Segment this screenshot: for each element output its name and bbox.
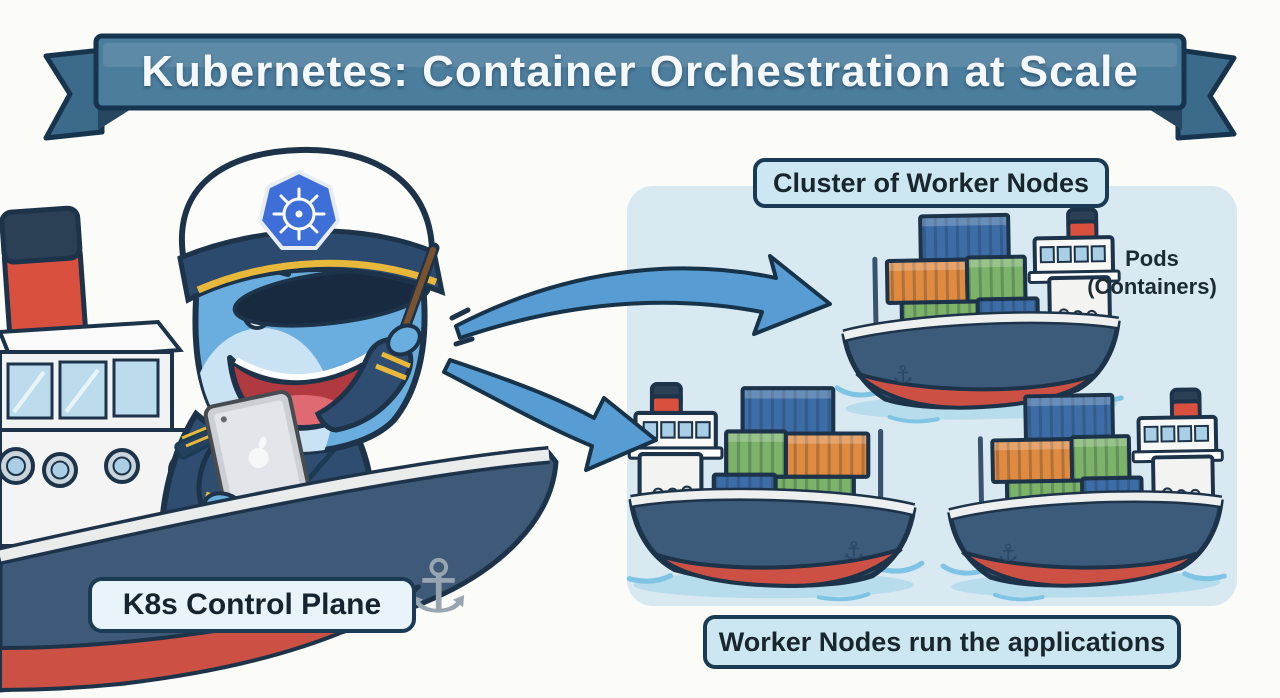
cluster-title-label: Cluster of Worker Nodes	[753, 158, 1109, 208]
pods-label: Pods (Containers)	[1082, 244, 1222, 302]
tablet-camera	[220, 416, 227, 423]
pods-label-line1: Pods	[1125, 246, 1179, 271]
apple-logo-icon	[248, 436, 269, 468]
banner-title: Kubernetes: Container Orchestration at S…	[141, 47, 1139, 96]
scheduling-arrow-bottom	[442, 358, 658, 472]
captain-hat	[177, 146, 446, 328]
ship-funnel	[0, 205, 89, 353]
whale-flipper	[386, 323, 422, 357]
worker-nodes-caption: Worker Nodes run the applications	[703, 615, 1181, 669]
right-arm	[314, 242, 475, 433]
pods-label-line2: (Containers)	[1087, 274, 1217, 299]
whale-captain	[158, 146, 475, 571]
banner-band	[93, 33, 1187, 111]
control-plane-label: K8s Control Plane	[88, 577, 416, 633]
title-banner	[43, 33, 1237, 141]
hat-strap	[196, 259, 438, 294]
motion-dashes	[449, 307, 475, 347]
kubernetes-logo-icon	[258, 170, 340, 250]
scheduling-arrow-top	[454, 254, 832, 340]
